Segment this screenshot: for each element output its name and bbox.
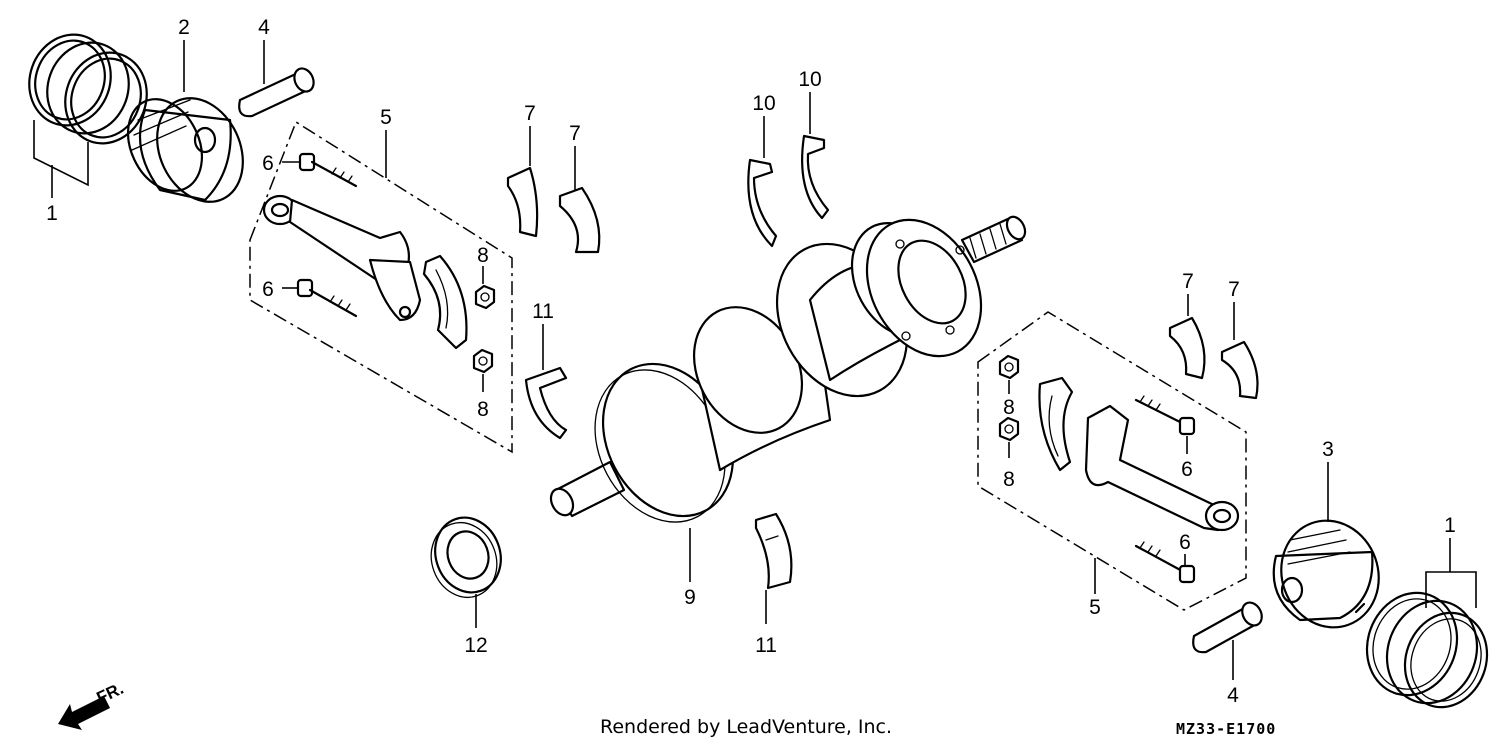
rod-bolt-upper-left[interactable] [282, 152, 358, 188]
main-bearing-lower[interactable] [754, 512, 793, 624]
rod-bearing-right-b[interactable] [1220, 302, 1259, 400]
thrust-washer-b[interactable] [801, 92, 830, 220]
callout-1-right: 1 [1444, 514, 1456, 537]
callout-10-a: 10 [752, 92, 775, 115]
callout-7-right-b: 7 [1228, 278, 1240, 301]
callout-6-bottom-right: 6 [1179, 531, 1191, 554]
callout-10-b: 10 [798, 68, 821, 91]
piston-pin-right[interactable] [1192, 599, 1265, 680]
callout-5-bottom: 5 [1089, 596, 1101, 619]
callout-1-left: 1 [46, 202, 58, 225]
connecting-rod-left[interactable] [262, 194, 422, 322]
rod-bolt-upper-right[interactable] [1134, 395, 1196, 454]
callout-6-bottom-left: 6 [262, 278, 274, 301]
piston-rings-right[interactable] [1353, 538, 1500, 719]
rod-group-outline-right [977, 311, 1247, 611]
credit-footer: Rendered by LeadVenture, Inc. [600, 716, 893, 738]
rod-nut-upper-left[interactable] [474, 266, 496, 310]
rod-nut-lower-right[interactable] [998, 416, 1020, 458]
callout-8-top-left: 8 [477, 244, 489, 267]
callout-3: 3 [1322, 438, 1334, 461]
callout-11-top: 11 [532, 300, 554, 323]
rod-bolt-lower-right[interactable] [1134, 541, 1196, 584]
rod-bolt-lower-left[interactable] [282, 278, 358, 318]
connecting-rod-right[interactable] [1084, 404, 1240, 532]
callout-8-top-right: 8 [1003, 396, 1015, 419]
main-bearing-left[interactable] [524, 324, 568, 440]
callout-12: 12 [464, 634, 487, 657]
piston-right[interactable] [1266, 462, 1393, 641]
diagram-code: MZ33-E1700 [1176, 720, 1277, 738]
callout-7-right-a: 7 [1182, 270, 1194, 293]
piston-rings-left[interactable] [17, 23, 160, 198]
callout-7-left-b: 7 [569, 122, 581, 145]
callout-6-top-left: 6 [262, 152, 274, 175]
front-direction-arrow-icon [58, 696, 110, 730]
rod-group-outline-left [249, 120, 513, 454]
callout-8-bottom-left: 8 [477, 398, 489, 421]
callout-5-top: 5 [380, 106, 392, 129]
piston-pin-left[interactable] [238, 40, 317, 118]
callout-8-bottom-right: 8 [1003, 468, 1015, 491]
rod-bearing-left-a[interactable] [506, 126, 539, 238]
callout-4-top: 4 [258, 16, 270, 39]
callout-2: 2 [178, 16, 190, 39]
callout-11-bottom: 11 [755, 634, 777, 657]
callout-4-bottom: 4 [1227, 684, 1239, 707]
oil-seal[interactable] [421, 508, 511, 628]
thrust-washer-a[interactable] [747, 116, 778, 248]
callout-6-top-right: 6 [1181, 458, 1193, 481]
rod-cap-right[interactable] [1038, 376, 1074, 472]
piston-left[interactable] [114, 40, 259, 216]
callout-7-left-a: 7 [524, 102, 536, 125]
crankshaft[interactable] [547, 200, 1029, 582]
rod-bearing-right-a[interactable] [1168, 294, 1206, 380]
rod-nut-upper-right[interactable] [998, 354, 1020, 394]
rod-cap-left[interactable] [422, 254, 468, 350]
callout-9: 9 [684, 586, 696, 609]
rod-bearing-left-b[interactable] [558, 146, 601, 254]
rod-nut-lower-left[interactable] [472, 348, 494, 392]
